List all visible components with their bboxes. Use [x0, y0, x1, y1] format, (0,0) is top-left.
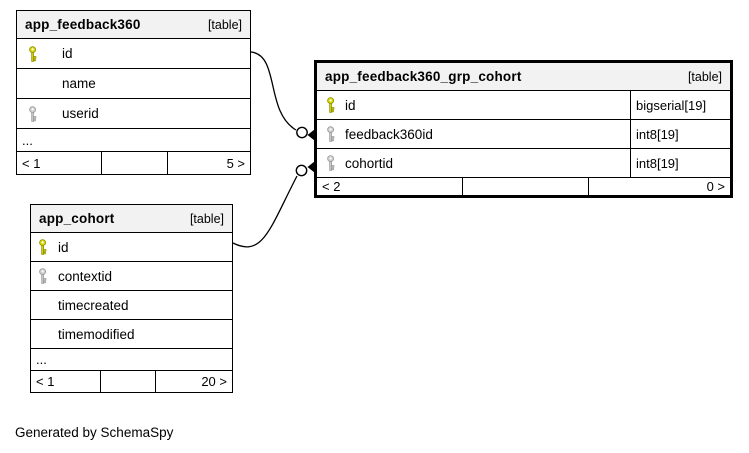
- column-name: userid: [62, 106, 99, 121]
- column-name-cell: id: [17, 39, 250, 68]
- column-name: contextid: [58, 268, 113, 284]
- table-app-cohort[interactable]: app_cohort [table] id: [30, 204, 233, 393]
- column-name-cell: timecreated: [31, 291, 232, 319]
- table-title: app_feedback360: [25, 17, 141, 32]
- column-name: id: [58, 239, 69, 255]
- column-row: id bigserial[19]: [317, 91, 730, 120]
- table-type-badge: [table]: [207, 17, 242, 32]
- column-name: name: [62, 76, 96, 91]
- column-type: int8[19]: [630, 149, 730, 177]
- column-name-cell: id: [31, 233, 232, 261]
- column-name: timecreated: [58, 297, 129, 313]
- relationship-line-cohortid: [232, 175, 298, 248]
- foreign-key-icon: [28, 105, 38, 122]
- column-name-cell: name: [17, 69, 250, 98]
- primary-key-icon: [38, 239, 48, 255]
- table-app-feedback360[interactable]: app_feedback360 [table] id name: [16, 10, 251, 175]
- column-name: id: [345, 97, 356, 113]
- column-name: timemodified: [58, 326, 135, 342]
- column-name-cell: id: [317, 91, 630, 119]
- column-type: int8[19]: [630, 120, 730, 148]
- table-footer: < 2 0 >: [317, 178, 730, 195]
- more-columns-indicator: ...: [31, 349, 232, 371]
- column-type: bigserial[19]: [630, 91, 730, 119]
- column-name: cohortid: [345, 155, 394, 171]
- table-header: app_feedback360_grp_cohort [table]: [317, 63, 730, 91]
- column-name: id: [62, 46, 73, 61]
- footer-degree-left: < 2: [322, 179, 341, 194]
- column-row: cohortid int8[19]: [317, 149, 730, 178]
- circle-end-feedback360id: [296, 126, 308, 139]
- table-type-badge: [table]: [189, 211, 224, 226]
- column-name-cell: timemodified: [31, 320, 232, 348]
- relationship-line-feedback360id: [250, 51, 297, 131]
- footer-degree-left: < 1: [22, 155, 41, 171]
- foreign-key-icon: [326, 155, 336, 171]
- column-name-cell: feedback360id: [317, 120, 630, 148]
- footer-degree-left: < 1: [36, 374, 55, 389]
- footer-rows-right: 20 >: [155, 371, 232, 392]
- foreign-key-icon: [326, 126, 336, 142]
- footer-rows-right: 5 >: [167, 152, 250, 174]
- table-type-badge: [table]: [687, 69, 722, 84]
- column-row: timecreated: [31, 291, 232, 320]
- column-row: id: [17, 39, 250, 69]
- column-row: contextid: [31, 262, 232, 291]
- column-name-cell: cohortid: [317, 149, 630, 177]
- table-header: app_feedback360 [table]: [17, 11, 250, 39]
- table-header: app_cohort [table]: [31, 205, 232, 233]
- column-row: userid: [17, 99, 250, 129]
- column-row: feedback360id int8[19]: [317, 120, 730, 149]
- footer-middle-cell: [462, 178, 588, 195]
- footer-middle-cell: [101, 152, 167, 174]
- footer-rows-right: 0 >: [588, 178, 730, 195]
- column-row: id: [31, 233, 232, 262]
- primary-key-icon: [28, 45, 38, 62]
- column-name-cell: contextid: [31, 262, 232, 290]
- table-footer: < 1 20 >: [31, 371, 232, 392]
- primary-key-icon: [326, 97, 336, 113]
- circle-end-cohortid: [295, 164, 308, 177]
- column-name-cell: userid: [17, 99, 250, 128]
- table-title: app_feedback360_grp_cohort: [325, 69, 522, 84]
- generated-by-note: Generated by SchemaSpy: [15, 425, 174, 440]
- more-columns-indicator: ...: [17, 129, 250, 152]
- column-row: name: [17, 69, 250, 99]
- footer-middle-cell: [100, 371, 155, 392]
- foreign-key-icon: [38, 268, 48, 284]
- column-row: timemodified: [31, 320, 232, 349]
- table-footer: < 1 5 >: [17, 152, 250, 174]
- table-title: app_cohort: [39, 211, 115, 226]
- table-app-feedback360-grp-cohort[interactable]: app_feedback360_grp_cohort [table] id bi…: [314, 60, 733, 198]
- column-name: feedback360id: [345, 126, 433, 142]
